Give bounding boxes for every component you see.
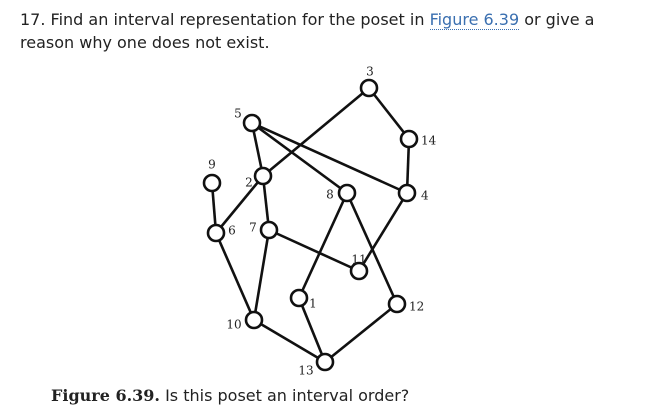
problem-number: 17. [20, 10, 46, 29]
vertex-label-8: 8 [326, 188, 334, 202]
vertex-5 [242, 113, 262, 133]
edge-4-11 [357, 192, 409, 272]
vertex-6 [206, 223, 226, 243]
vertex-label-2: 2 [245, 176, 253, 190]
edge-3-2 [262, 86, 370, 178]
figure-label: Figure 6.39. [51, 386, 160, 405]
edge-6-10 [214, 232, 256, 321]
vertex-label-9: 9 [208, 158, 216, 172]
vertex-label-3: 3 [366, 65, 374, 79]
vertex-label-1: 1 [309, 297, 317, 311]
vertex-3 [359, 78, 379, 98]
vertex-label-4: 4 [421, 189, 429, 203]
vertices [202, 78, 419, 372]
vertex-14 [399, 129, 419, 149]
edge-5-4 [251, 121, 408, 195]
problem-statement: 17. Find an interval representation for … [20, 8, 630, 54]
figure-link[interactable]: Figure 6.39 [429, 10, 520, 30]
edge-8-1 [297, 192, 349, 299]
edge-2-6 [214, 175, 265, 234]
edge-7-11 [268, 228, 360, 273]
vertex-13 [315, 352, 335, 372]
vertex-7 [259, 220, 279, 240]
edge-5-8 [251, 121, 348, 195]
vertex-label-11: 11 [351, 253, 366, 267]
vertex-label-13: 13 [298, 364, 313, 378]
edge-12-13 [324, 302, 398, 364]
vertex-8 [337, 183, 357, 203]
vertex-label-7: 7 [249, 221, 257, 235]
caption-text: Is this poset an interval order? [165, 386, 410, 405]
vertex-label-6: 6 [228, 224, 236, 238]
vertex-label-14: 14 [421, 134, 437, 148]
vertex-label-10: 10 [226, 318, 241, 332]
edge-10-13 [253, 318, 326, 364]
vertex-1 [289, 288, 309, 308]
edge-7-10 [252, 229, 271, 321]
vertex-label-5: 5 [234, 107, 242, 121]
figure-caption: Figure 6.39. Is this poset an interval o… [51, 385, 409, 407]
problem-text-after: or give a reason why one does not exist. [20, 10, 595, 52]
vertex-label-12: 12 [409, 300, 424, 314]
vertex-4 [397, 183, 417, 203]
vertex-10 [244, 310, 264, 330]
vertex-9 [202, 173, 222, 193]
vertex-12 [387, 294, 407, 314]
edge-1-13 [297, 297, 327, 363]
vertex-2 [253, 166, 273, 186]
problem-text-before: Find an interval representation for the … [50, 10, 425, 29]
vertex-11 [349, 261, 369, 281]
edge-3-14 [367, 87, 411, 140]
